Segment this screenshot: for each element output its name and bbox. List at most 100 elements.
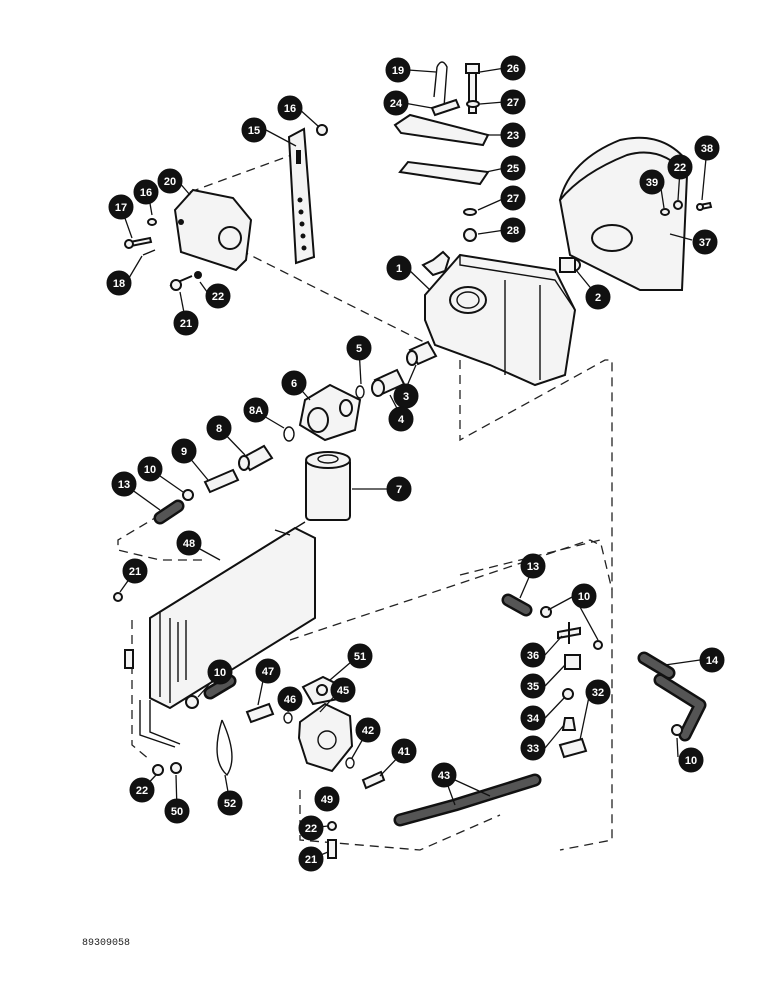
callout-label: 37 — [699, 237, 711, 249]
nut-22-shield — [673, 200, 683, 210]
callout-circle — [314, 786, 340, 812]
bolt-38 — [696, 201, 713, 211]
callout-circle — [217, 790, 243, 816]
callout-label: 35 — [527, 681, 539, 693]
callout-circle — [298, 815, 324, 841]
fitting-9 — [203, 468, 240, 494]
callout-32: 32 — [585, 679, 611, 705]
callout-circle — [585, 284, 611, 310]
filter-7 — [305, 451, 351, 521]
callout-43: 43 — [431, 762, 457, 788]
callout-label: 16 — [140, 187, 152, 199]
callout-label: 48 — [183, 538, 195, 550]
callout-circle — [585, 679, 611, 705]
callout-circle — [281, 370, 307, 396]
callout-circle — [520, 673, 546, 699]
bushing-2 — [559, 257, 581, 273]
callout-circle — [639, 169, 665, 195]
callout-circle — [520, 553, 546, 579]
callout-circle — [692, 229, 718, 255]
callout-circle — [133, 179, 159, 205]
bolt-21-pump — [327, 839, 337, 859]
strap-52 — [216, 719, 233, 777]
oil-cooler-48 — [124, 521, 316, 748]
callout-circle — [207, 659, 233, 685]
callout-circle — [388, 406, 414, 432]
callout-circle — [699, 647, 725, 673]
tee-36 — [557, 622, 581, 644]
callout-label: 32 — [592, 687, 604, 699]
nut-22-pump — [327, 821, 337, 831]
hose-13-top — [153, 499, 185, 525]
nut-22-top — [194, 271, 202, 279]
elbow-35 — [564, 654, 581, 670]
callout-circle — [500, 89, 526, 115]
callout-13: 13 — [520, 553, 546, 579]
washer-39 — [660, 208, 670, 216]
fitting-33 — [561, 717, 577, 731]
callout-label: 39 — [646, 177, 658, 189]
callout-label: 9 — [181, 446, 187, 458]
callout-39: 39 — [639, 169, 665, 195]
plate-25 — [398, 160, 490, 186]
fitting-8 — [238, 444, 274, 472]
nut-34 — [562, 688, 574, 700]
nut-16-top — [316, 124, 328, 136]
callout-34: 34 — [520, 705, 546, 731]
tee-32 — [558, 737, 588, 759]
callout-circle — [241, 117, 267, 143]
callout-circle — [205, 283, 231, 309]
callout-label: 13 — [527, 561, 539, 573]
hydraulic-pump-45 — [297, 702, 354, 773]
nut-50 — [170, 762, 182, 774]
callout-42: 42 — [355, 717, 381, 743]
callout-label: 16 — [284, 103, 296, 115]
callout-22: 22 — [205, 283, 231, 309]
callout-3: 3 — [393, 383, 419, 409]
callout-22: 22 — [129, 777, 155, 803]
fitting-3 — [406, 340, 438, 366]
callout-label: 46 — [284, 694, 296, 706]
callout-circle — [206, 415, 232, 441]
callout-label: 42 — [362, 725, 374, 737]
callout-18: 18 — [106, 270, 132, 296]
nut-22-lower — [152, 764, 164, 776]
callout-label: 36 — [527, 650, 539, 662]
diagram-code: 89309058 — [82, 938, 130, 949]
callout-circle — [108, 194, 134, 220]
bolt-26 — [465, 63, 480, 114]
callout-1: 1 — [386, 255, 412, 281]
callout-37: 37 — [692, 229, 718, 255]
callout-circle — [520, 705, 546, 731]
callout-label: 22 — [136, 785, 148, 797]
callout-33: 33 — [520, 735, 546, 761]
callout-circle — [386, 255, 412, 281]
callout-label: 21 — [129, 566, 141, 578]
callout-51: 51 — [347, 643, 373, 669]
callout-circle — [694, 135, 720, 161]
callout-circle — [106, 270, 132, 296]
callout-circle — [355, 717, 381, 743]
callout-circle — [520, 735, 546, 761]
callout-10: 10 — [571, 583, 597, 609]
callout-circle — [255, 658, 281, 684]
hose-13-right — [501, 593, 533, 617]
callout-label: 24 — [390, 98, 403, 110]
callout-label: 23 — [507, 130, 519, 142]
callout-circle — [385, 57, 411, 83]
callout-circle — [500, 185, 526, 211]
bolt-17 — [124, 236, 153, 249]
callout-label: 49 — [321, 794, 333, 806]
fitting-41 — [361, 770, 386, 790]
callout-41: 41 — [391, 738, 417, 764]
callout-label: 10 — [578, 591, 590, 603]
callout-circle — [277, 686, 303, 712]
nut-28 — [463, 228, 477, 242]
callout-label: 13 — [118, 479, 130, 491]
callout-47: 47 — [255, 658, 281, 684]
callout-circle — [111, 471, 137, 497]
callout-circle — [520, 642, 546, 668]
callout-2: 2 — [585, 284, 611, 310]
